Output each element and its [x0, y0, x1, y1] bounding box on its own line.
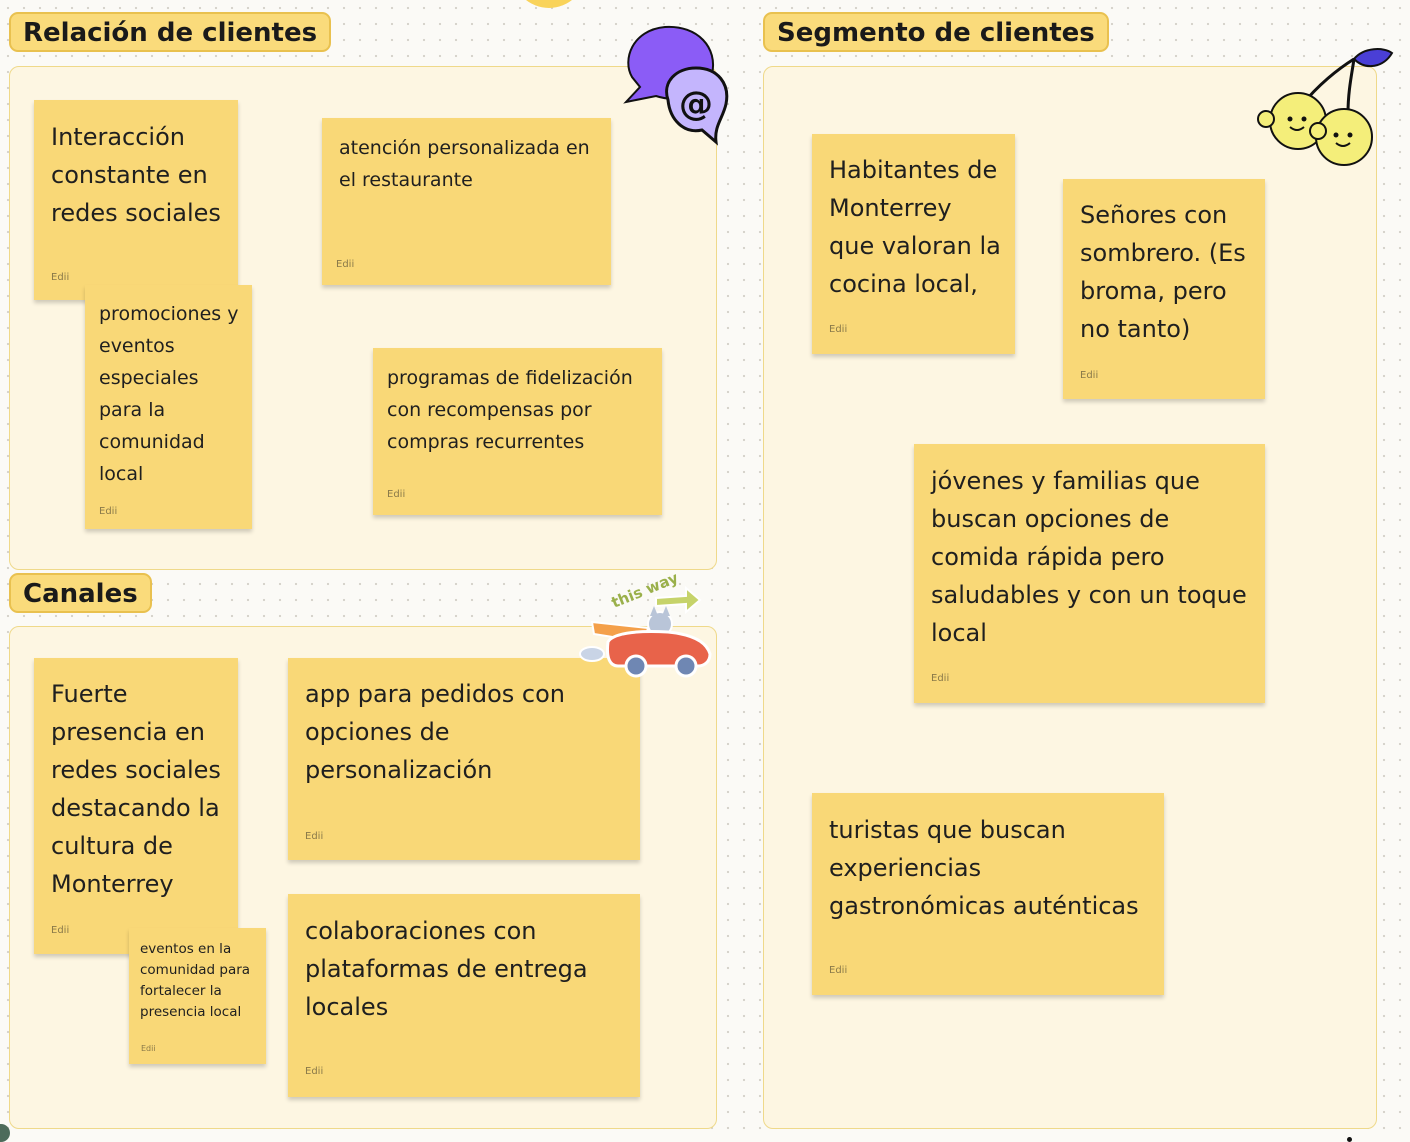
chat-bubbles-at-icon[interactable]: @	[620, 22, 732, 148]
note-text: eventos en la comunidad para fortalecer …	[140, 941, 251, 1020]
note-author: Edii	[51, 272, 70, 283]
note-author: Edii	[1080, 370, 1099, 381]
note-text: Señores con sombrero. (Es broma, pero no…	[1080, 201, 1246, 343]
note-text: app para pedidos con opciones de persona…	[305, 680, 565, 784]
sticky-note[interactable]: Señores con sombrero. (Es broma, pero no…	[1063, 179, 1265, 399]
sticky-note[interactable]: programas de fidelización con recompensa…	[373, 348, 662, 515]
note-text: Fuerte presencia en redes sociales desta…	[51, 680, 221, 898]
note-text: atención personalizada en el restaurante	[339, 137, 590, 191]
note-text: Habitantes de Monterrey que valoran la c…	[829, 156, 1001, 298]
note-author: Edii	[141, 1044, 156, 1053]
note-text: turistas que buscan experiencias gastron…	[829, 816, 1139, 920]
partial-shape	[512, 0, 586, 8]
note-author: Edii	[99, 506, 118, 517]
sticky-note[interactable]: app para pedidos con opciones de persona…	[288, 658, 640, 860]
sticky-note[interactable]: atención personalizada en el restaurante…	[322, 118, 611, 285]
section-title-segmento[interactable]: Segmento de clientes	[763, 12, 1109, 52]
note-text: programas de fidelización con recompensa…	[387, 367, 633, 453]
sticky-note[interactable]: promociones y eventos especiales para la…	[85, 285, 252, 529]
note-author: Edii	[387, 489, 406, 500]
note-text: jóvenes y familias que buscan opciones d…	[931, 467, 1247, 647]
cat-driving-car-icon[interactable]: this way	[578, 570, 714, 682]
smiling-cherries-icon[interactable]	[1252, 45, 1396, 167]
sticky-note[interactable]: Fuerte presencia en redes sociales desta…	[34, 658, 238, 954]
note-author: Edii	[336, 259, 355, 270]
avatar[interactable]	[0, 1124, 10, 1142]
sticky-note[interactable]: jóvenes y familias que buscan opciones d…	[914, 444, 1265, 703]
section-title-canales[interactable]: Canales	[9, 573, 152, 613]
note-author: Edii	[51, 925, 70, 936]
note-author: Edii	[829, 965, 848, 976]
at-symbol: @	[679, 84, 713, 124]
sticky-note[interactable]: Habitantes de Monterrey que valoran la c…	[812, 134, 1015, 354]
section-title-relacion[interactable]: Relación de clientes	[9, 12, 332, 52]
note-text: promociones y eventos especiales para la…	[99, 303, 239, 485]
cursor-dot	[1347, 1137, 1352, 1142]
sticky-note[interactable]: eventos en la comunidad para fortalecer …	[129, 928, 266, 1064]
note-author: Edii	[305, 831, 324, 842]
note-author: Edii	[829, 324, 848, 335]
sticky-note[interactable]: turistas que buscan experiencias gastron…	[812, 793, 1164, 995]
sticky-note[interactable]: colaboraciones con plataformas de entreg…	[288, 894, 640, 1097]
note-author: Edii	[305, 1066, 324, 1077]
note-author: Edii	[931, 673, 950, 684]
sticky-note[interactable]: Interacción constante en redes sociales …	[34, 100, 238, 300]
note-text: colaboraciones con plataformas de entreg…	[305, 917, 588, 1021]
note-text: Interacción constante en redes sociales	[51, 123, 221, 227]
